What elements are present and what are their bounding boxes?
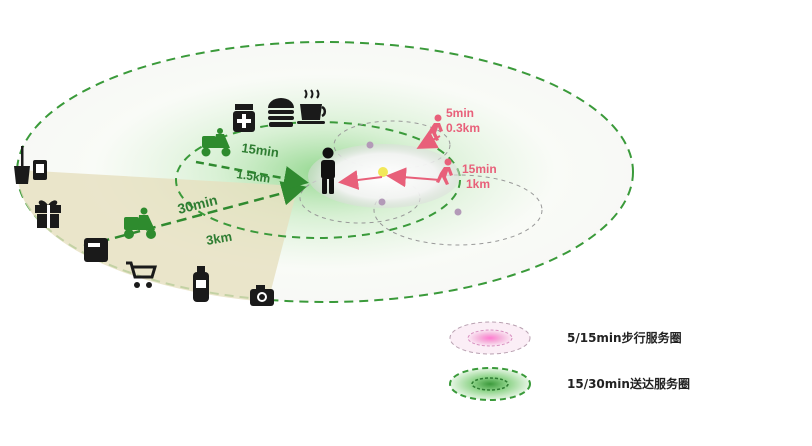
- delivery-inner-arrow: [195, 160, 309, 191]
- legend-walk-label: 5/15min步行服务圈: [567, 330, 682, 345]
- walking-arrow-right: [386, 167, 441, 188]
- box-icon: [84, 238, 108, 262]
- delivery-scooter-icon: [124, 207, 156, 239]
- delivery-outer-arrow: [83, 181, 307, 248]
- legend-delivery-swatch: [449, 367, 531, 401]
- walking-near-distance-label: 0.3km: [446, 121, 480, 135]
- shopping-cart-icon: [126, 261, 158, 288]
- walking-person-icon: [436, 158, 453, 185]
- walking-near-time-label: 5min: [446, 106, 474, 120]
- walking-arrow-center: [338, 170, 383, 190]
- legend-delivery-label: 15/30min送达服务圈: [567, 376, 690, 391]
- broom-cup-icon: [14, 146, 47, 184]
- medicine-icon: [233, 104, 255, 132]
- camera-icon: [250, 285, 274, 306]
- delivery-inner-time-label: 15min: [241, 140, 280, 160]
- delivery-sector: [17, 170, 299, 302]
- delivery-inner-distance-label: 1.5km: [236, 167, 272, 186]
- burger-icon: [268, 98, 294, 127]
- gift-icon: [35, 200, 61, 228]
- bottle-icon: [193, 266, 209, 302]
- legend: 5/15min步行服务圈 15/30min送达服务圈: [449, 321, 690, 401]
- walking-person-icon: [426, 114, 443, 141]
- delivery-outer-distance-label: 3km: [205, 229, 233, 248]
- delivery-scooter-icon: [201, 128, 231, 157]
- walking-far-time-label: 15min: [462, 162, 497, 176]
- person-icon: [321, 147, 335, 194]
- walking-far-distance-label: 1km: [466, 177, 490, 191]
- coffee-icon: [297, 89, 327, 124]
